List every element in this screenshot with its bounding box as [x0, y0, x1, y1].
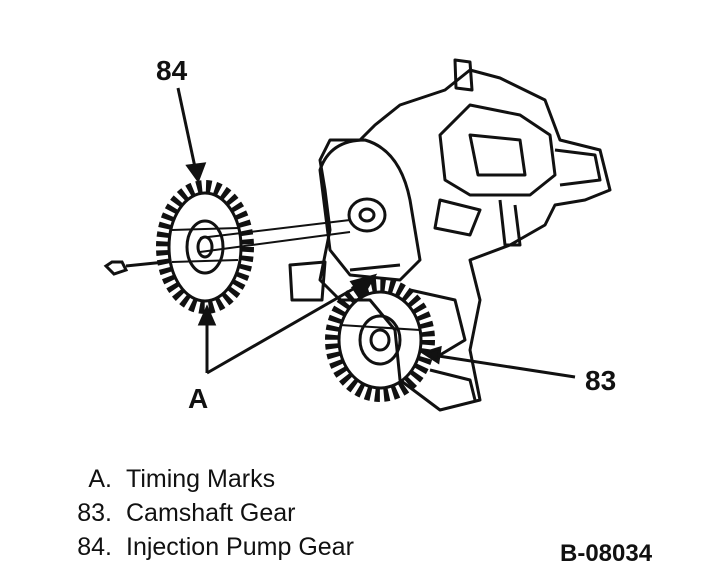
legend: A. Timing Marks 83. Camshaft Gear 84. In…	[62, 462, 354, 564]
engine-block-drawing	[288, 58, 612, 412]
camshaft-gear	[325, 278, 435, 402]
legend-key: 83.	[77, 499, 112, 527]
callout-83: 83	[585, 365, 616, 396]
legend-text: Camshaft Gear	[126, 499, 296, 527]
legend-text: Injection Pump Gear	[126, 533, 354, 561]
legend-key: A.	[88, 465, 112, 493]
figure-id: B-08034	[560, 540, 653, 567]
legend-item: A. Timing Marks	[62, 462, 354, 496]
leader-lines	[176, 87, 576, 379]
legend-key: 84.	[77, 533, 112, 561]
legend-text: Timing Marks	[126, 465, 276, 493]
gear-bolt	[103, 219, 351, 276]
legend-item: 84. Injection Pump Gear	[62, 530, 354, 564]
legend-item: 83. Camshaft Gear	[62, 496, 354, 530]
callout-a: A	[188, 383, 208, 414]
callout-84: 84	[156, 55, 188, 86]
